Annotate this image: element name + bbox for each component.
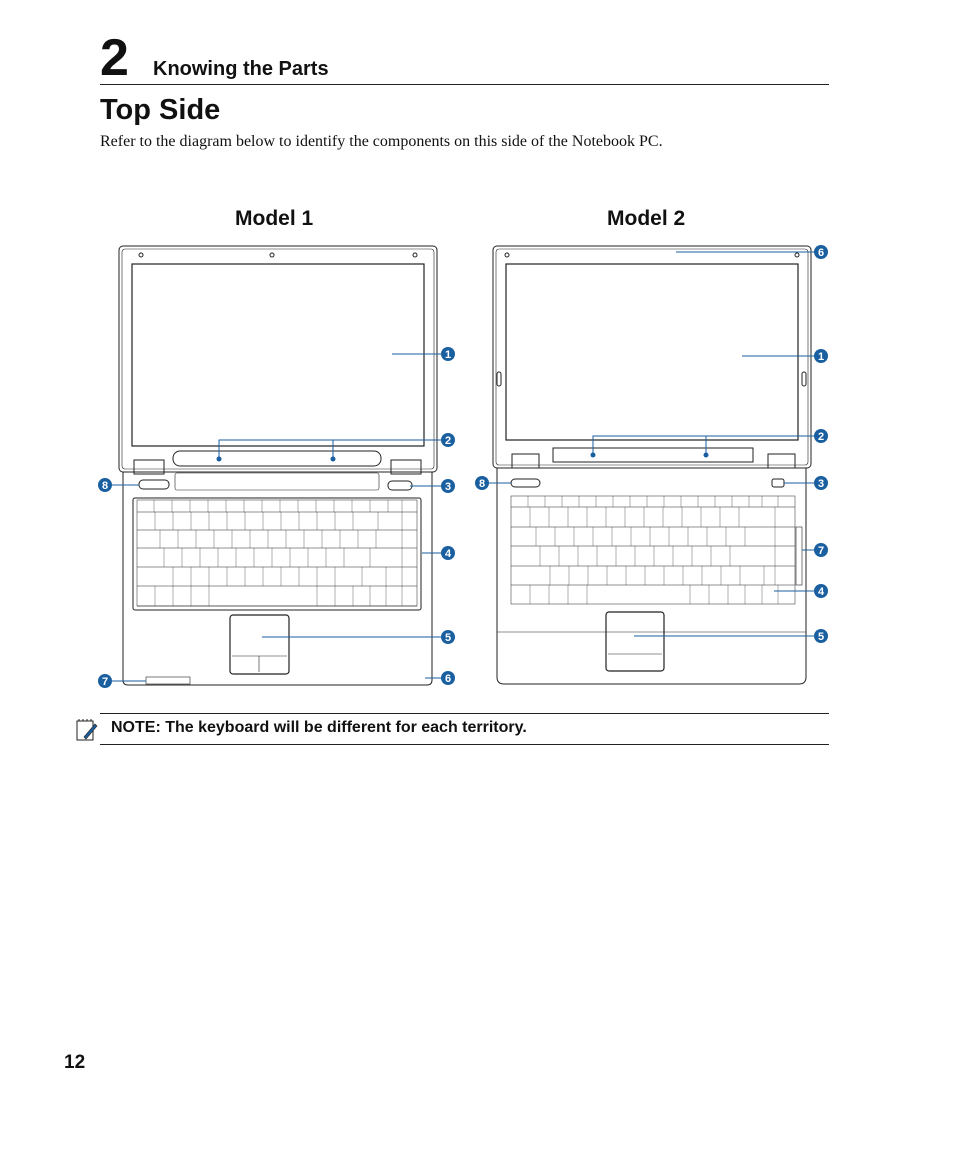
svg-text:5: 5 [818, 631, 824, 643]
page-number: 12 [64, 1052, 86, 1073]
model-2-callouts: 6 1 2 3 7 4 5 8 [475, 245, 828, 643]
model-1-laptop [118, 245, 438, 686]
callout-3: 3 [441, 479, 455, 493]
model-2-laptop [492, 245, 812, 685]
svg-text:2: 2 [445, 435, 451, 447]
header-rule [100, 84, 829, 85]
callout-1: 1 [814, 349, 828, 363]
callout-7: 7 [98, 674, 112, 688]
callout-5: 5 [814, 629, 828, 643]
note-bottom-rule [100, 744, 829, 745]
callout-4: 4 [441, 546, 455, 560]
chapter-title: Knowing the Parts [153, 58, 329, 80]
svg-text:6: 6 [818, 247, 824, 259]
chapter-number: 2 [100, 29, 129, 87]
callout-7: 7 [814, 543, 828, 557]
callout-2: 2 [814, 429, 828, 443]
callout-8: 8 [475, 476, 489, 490]
svg-text:6: 6 [445, 673, 451, 685]
intro-text: Refer to the diagram below to identify t… [100, 133, 663, 150]
svg-text:5: 5 [445, 632, 451, 644]
svg-text:7: 7 [818, 545, 824, 557]
page-title: Top Side [100, 94, 221, 126]
svg-text:4: 4 [818, 586, 825, 598]
callout-3: 3 [814, 476, 828, 490]
svg-text:1: 1 [818, 351, 824, 363]
callout-5: 5 [441, 630, 455, 644]
callout-6: 6 [441, 671, 455, 685]
callout-8: 8 [98, 478, 112, 492]
callout-1: 1 [441, 347, 455, 361]
model-2-callout-lines [488, 251, 814, 637]
callout-4: 4 [814, 584, 828, 598]
model-1-callout-lines [112, 353, 441, 682]
svg-text:7: 7 [102, 676, 108, 688]
note-text: NOTE: The keyboard will be different for… [111, 719, 527, 736]
note-top-rule [100, 713, 829, 714]
svg-text:1: 1 [445, 349, 451, 361]
svg-text:2: 2 [818, 431, 824, 443]
svg-text:4: 4 [445, 548, 452, 560]
model-1-callouts: 1 2 3 4 5 6 7 8 [98, 347, 455, 688]
callout-2: 2 [441, 433, 455, 447]
laptop-diagrams: 1 2 3 4 5 6 7 8 6 1 2 3 7 4 5 8 [98, 245, 828, 688]
note-pencil-icon [76, 719, 98, 741]
svg-text:3: 3 [818, 478, 824, 490]
model-1-label: Model 1 [235, 207, 314, 230]
svg-text:8: 8 [479, 478, 485, 490]
svg-text:3: 3 [445, 481, 451, 493]
model-2-label: Model 2 [607, 207, 686, 230]
callout-6: 6 [814, 245, 828, 259]
svg-text:8: 8 [102, 480, 108, 492]
